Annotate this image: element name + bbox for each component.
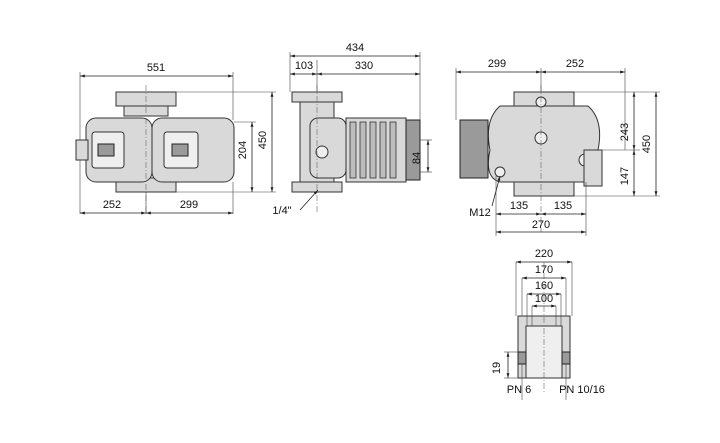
right-motor-stub [459, 119, 489, 179]
right-view: 299 252 135 135 270 M12 243 147 450 [455, 58, 660, 236]
front-left-connector [75, 139, 89, 161]
label-flange-d4: 100 [535, 293, 553, 305]
right-bottom-flange [513, 181, 575, 197]
label-front-mid-height: 204 [237, 141, 249, 159]
label-right-inner: 270 [532, 219, 550, 231]
label-right-right: 252 [566, 58, 584, 70]
label-right-lower: 147 [619, 167, 631, 185]
label-right-half-right: 135 [554, 200, 572, 212]
front-view: 551 252 299 204 450 [75, 62, 276, 215]
side-housing [309, 117, 347, 179]
label-front-right: 299 [180, 199, 198, 211]
side-view: 434 103 330 84 1/4" [272, 42, 432, 217]
label-side-offset: 103 [295, 60, 313, 72]
flange-bolt-left [517, 351, 527, 365]
flange-bolt-right [561, 351, 571, 365]
side-control-box [405, 119, 421, 181]
leader-thread [491, 175, 501, 207]
label-flange-thickness: 19 [491, 362, 503, 374]
label-side-height: 84 [411, 152, 423, 164]
right-left-port [494, 166, 506, 178]
label-side-overall: 434 [346, 42, 364, 54]
right-side-block [583, 149, 603, 187]
label-right-half-left: 135 [510, 200, 528, 212]
label-pn-left: PN 6 [507, 384, 531, 396]
label-front-total-height: 450 [257, 131, 269, 149]
label-pn-right: PN 10/16 [559, 384, 605, 396]
leader-vent [299, 189, 319, 211]
label-flange-d3: 160 [535, 280, 553, 292]
label-flange-d2: 170 [535, 264, 553, 276]
front-right-display [171, 143, 189, 157]
label-thread: M12 [469, 207, 490, 219]
label-front-overall: 551 [147, 62, 165, 74]
side-vent-plug [315, 145, 329, 159]
label-vent: 1/4" [272, 205, 291, 217]
front-left-display [97, 143, 115, 157]
label-right-upper: 243 [619, 123, 631, 141]
label-side-motor: 330 [355, 60, 373, 72]
label-right-total: 450 [641, 135, 653, 153]
label-front-left: 252 [103, 199, 121, 211]
flange-view: 220 170 160 100 19 PN 6 PN 10/16 [491, 248, 605, 400]
label-flange-d1: 220 [535, 248, 553, 260]
label-right-left: 299 [488, 58, 506, 70]
